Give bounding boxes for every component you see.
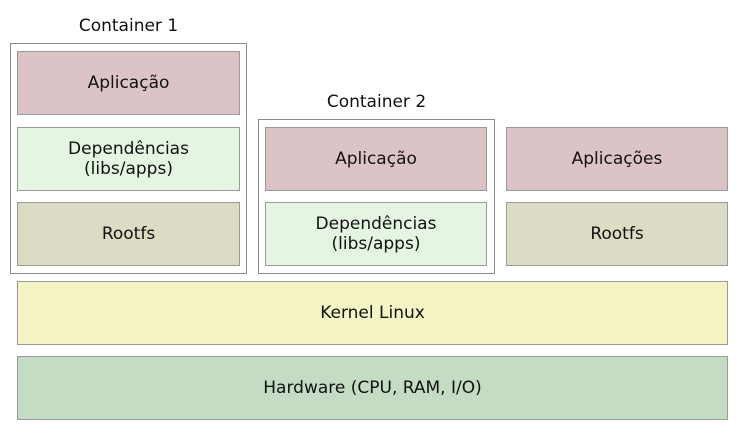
host-applications: Aplicações (506, 127, 728, 191)
container-1-application: Aplicação (17, 51, 240, 115)
container-2-dependencies-line2: (libs/apps) (331, 234, 421, 254)
container-2-title: Container 2 (326, 92, 427, 112)
container-2-frame (258, 119, 495, 274)
host-applications-label: Aplicações (571, 149, 663, 169)
container-2-dependencies: Dependências (libs/apps) (265, 202, 487, 266)
host-rootfs: Rootfs (506, 202, 728, 266)
container-1-rootfs: Rootfs (17, 202, 240, 266)
hardware-layer: Hardware (CPU, RAM, I/O) (17, 356, 728, 420)
container-1-dependencies-line2: (libs/apps) (84, 159, 173, 179)
container-1-rootfs-label: Rootfs (101, 224, 156, 244)
container-1-application-label: Aplicação (87, 73, 170, 93)
host-rootfs-label: Rootfs (590, 224, 644, 244)
container-1-dependencies: Dependências (libs/apps) (17, 127, 240, 191)
container-2-dependencies-line1: Dependências (315, 214, 437, 234)
container-1-title: Container 1 (78, 16, 179, 36)
container-2-application-label: Aplicação (335, 149, 417, 169)
hardware-label: Hardware (CPU, RAM, I/O) (263, 378, 482, 398)
kernel-linux-layer: Kernel Linux (17, 281, 728, 345)
container-1-dependencies-line1: Dependências (68, 139, 189, 159)
kernel-linux-label: Kernel Linux (320, 303, 425, 323)
container-2-application: Aplicação (265, 127, 487, 191)
container-1-frame (10, 43, 247, 274)
